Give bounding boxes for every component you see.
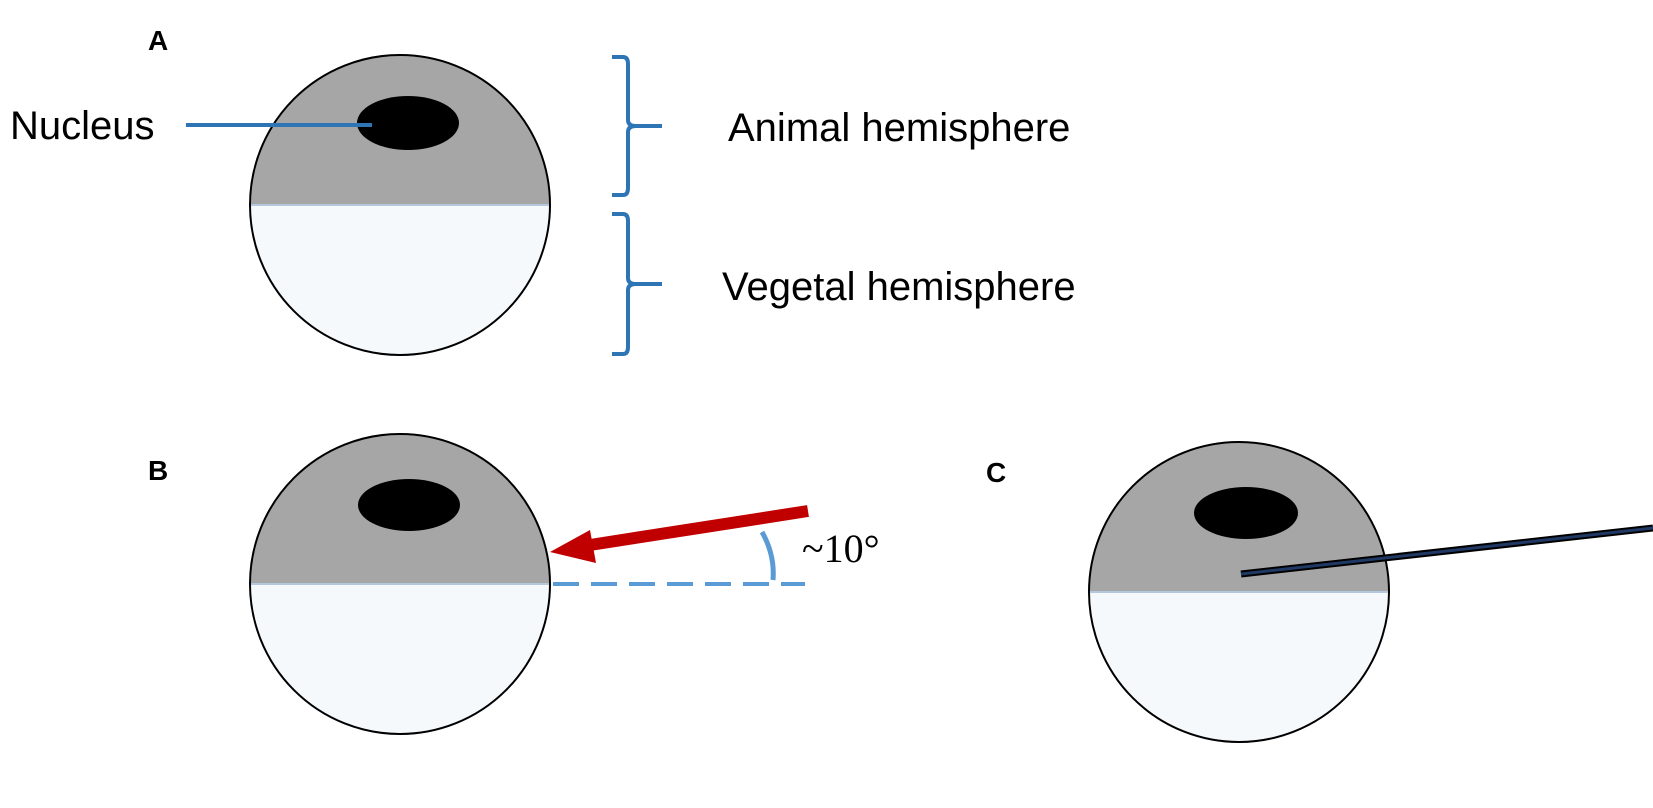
vegetal-hemisphere-label: Vegetal hemisphere [722, 265, 1076, 309]
vegetal-hemisphere-region [250, 584, 550, 734]
angle-arc [759, 530, 776, 581]
vegetal-hemisphere-region [250, 205, 550, 355]
injection-direction-arrow-icon [550, 505, 809, 563]
panel-b-letter: B [148, 455, 168, 486]
injection-needle-icon [1240, 524, 1653, 578]
angle-label: ~10° [802, 526, 880, 571]
nucleus [357, 96, 459, 150]
panel-c: C [986, 441, 1653, 743]
oocyte-b [249, 433, 551, 735]
nucleus-label: Nucleus [10, 104, 155, 148]
oocyte-a [249, 54, 551, 356]
panel-a-letter: A [148, 25, 168, 56]
nucleus [1194, 487, 1298, 539]
panel-b: B ~10° [148, 433, 880, 735]
oocyte-c [1088, 441, 1390, 743]
vegetal-hemisphere-bracket [612, 212, 662, 356]
oocyte-outline [249, 433, 551, 735]
nucleus [358, 479, 460, 531]
vegetal-hemisphere-region [1089, 592, 1389, 742]
oocyte-outline [249, 54, 551, 356]
panel-a: A Nucleus Animal hemisphere Vegetal hemi… [10, 25, 1076, 356]
oocyte-outline [1088, 441, 1390, 743]
animal-hemisphere-bracket [612, 55, 662, 197]
animal-hemisphere-label: Animal hemisphere [728, 106, 1070, 150]
panel-c-letter: C [986, 457, 1006, 488]
